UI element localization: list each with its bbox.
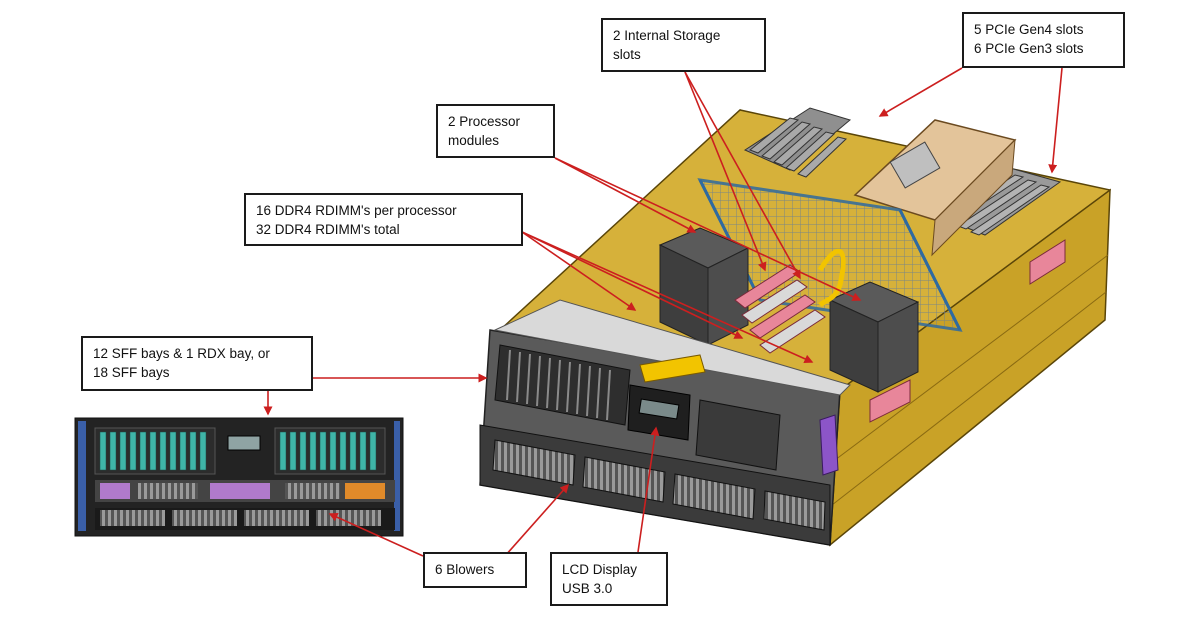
processor-heatsinks [658, 227, 920, 393]
callout-lcd-usb: LCD Display USB 3.0 [550, 552, 668, 606]
front-top-panel [493, 299, 851, 396]
callout-rdimm: 16 DDR4 RDIMM's per processor 32 DDR4 RD… [244, 193, 523, 246]
front-drive-bays [494, 344, 781, 471]
arrow-pcie-gen3 [1048, 67, 1063, 174]
callout-line: 12 SFF bays & 1 RDX bay, or [93, 346, 270, 361]
front-view-inset [74, 417, 404, 537]
arrow-blowers-main [504, 483, 569, 557]
callout-line: 18 SFF bays [93, 365, 170, 380]
callout-line: slots [613, 47, 641, 62]
callout-line: LCD Display [562, 562, 638, 577]
callout-processor-modules: 2 Processor modules [436, 104, 555, 158]
arrow-rdimm-2 [521, 231, 744, 339]
callout-line: 2 Internal Storage [613, 28, 721, 43]
callout-line: 32 DDR4 RDIMM's total [256, 222, 400, 237]
blower-rail [479, 424, 831, 546]
callout-line: USB 3.0 [562, 581, 613, 596]
internal-storage-cage [853, 119, 1017, 257]
front-lcd-panel [627, 384, 691, 441]
arrow-processor-1 [554, 157, 697, 233]
purple-latch [819, 414, 839, 476]
arrow-blowers-inset [328, 512, 424, 557]
dimm-rows [734, 264, 826, 354]
callout-pcie-slots: 5 PCIe Gen4 slots 6 PCIe Gen3 slots [962, 12, 1125, 68]
arrow-rdimm-3 [521, 231, 814, 364]
side-handles [869, 239, 1066, 423]
leader-arrows [263, 67, 1063, 557]
warning-label [639, 354, 706, 383]
arrow-processor-2 [554, 157, 862, 301]
callout-line: 6 Blowers [435, 562, 495, 577]
pcie-cards [743, 107, 1062, 236]
callout-line: modules [448, 133, 500, 148]
arrow-lcd [637, 426, 660, 553]
callout-blowers: 6 Blowers [423, 552, 527, 588]
arrow-storage-2 [684, 71, 801, 280]
arrow-rdimm-1 [521, 231, 637, 311]
arrow-storage-1 [684, 71, 767, 272]
callout-line: 6 PCIe Gen3 slots [974, 41, 1084, 56]
callout-line: 5 PCIe Gen4 slots [974, 22, 1084, 37]
callout-sff-bays: 12 SFF bays & 1 RDX bay, or 18 SFF bays [81, 336, 313, 391]
callout-internal-storage: 2 Internal Storage slots [601, 18, 766, 72]
yellow-cable [817, 248, 846, 307]
callout-line: 2 Processor [448, 114, 521, 129]
arrow-pcie-gen4 [878, 67, 963, 117]
callout-line: 16 DDR4 RDIMM's per processor [256, 203, 457, 218]
